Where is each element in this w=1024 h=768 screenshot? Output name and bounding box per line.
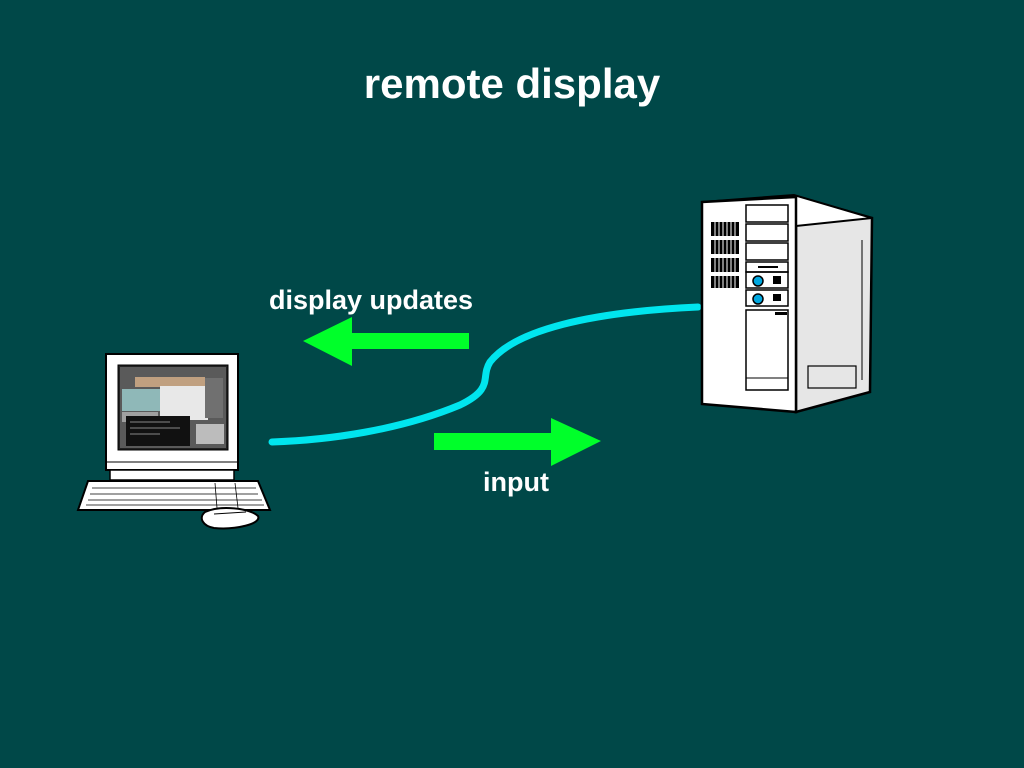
screen-contents (120, 367, 226, 448)
display-updates-arrow (303, 317, 469, 366)
display-updates-label: display updates (269, 285, 474, 315)
mouse-icon (200, 507, 260, 530)
power-knob (752, 275, 764, 287)
connection-cable (268, 303, 702, 446)
input-label: input (483, 467, 549, 497)
tower-server-icon (700, 193, 874, 414)
input-arrow (434, 418, 601, 466)
reset-knob (752, 293, 764, 305)
desktop-computer-icon (76, 353, 272, 530)
slide-title: remote display (363, 60, 661, 107)
